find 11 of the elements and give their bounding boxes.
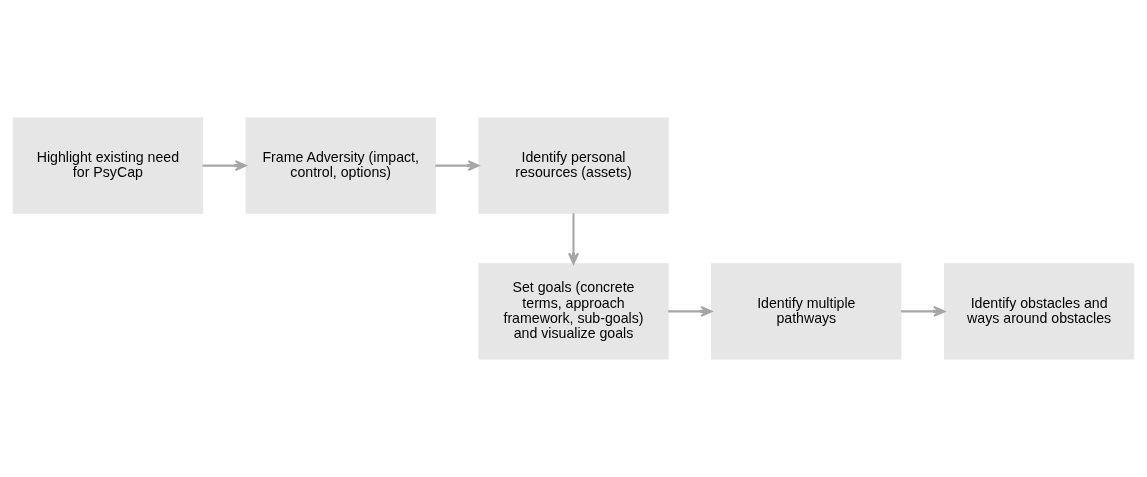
arrow (901, 305, 946, 317)
node-box: Set goals (concrete terms, approach framework, sub-goals) and visualize goals (478, 263, 669, 360)
node-box: Identify obstacles and ways around obstacles (943, 263, 1135, 360)
arrow (202, 160, 247, 172)
node-box: Highlight existing need for PsyCap (12, 117, 204, 214)
arrow (567, 213, 580, 265)
arrow (435, 160, 480, 172)
node-box: Frame Adversity (impact, control, options) (245, 117, 436, 214)
node-box: Identify multiple pathways (711, 263, 902, 360)
node-box: Identify personal resources (assets) (478, 117, 669, 214)
arrow (668, 305, 713, 317)
